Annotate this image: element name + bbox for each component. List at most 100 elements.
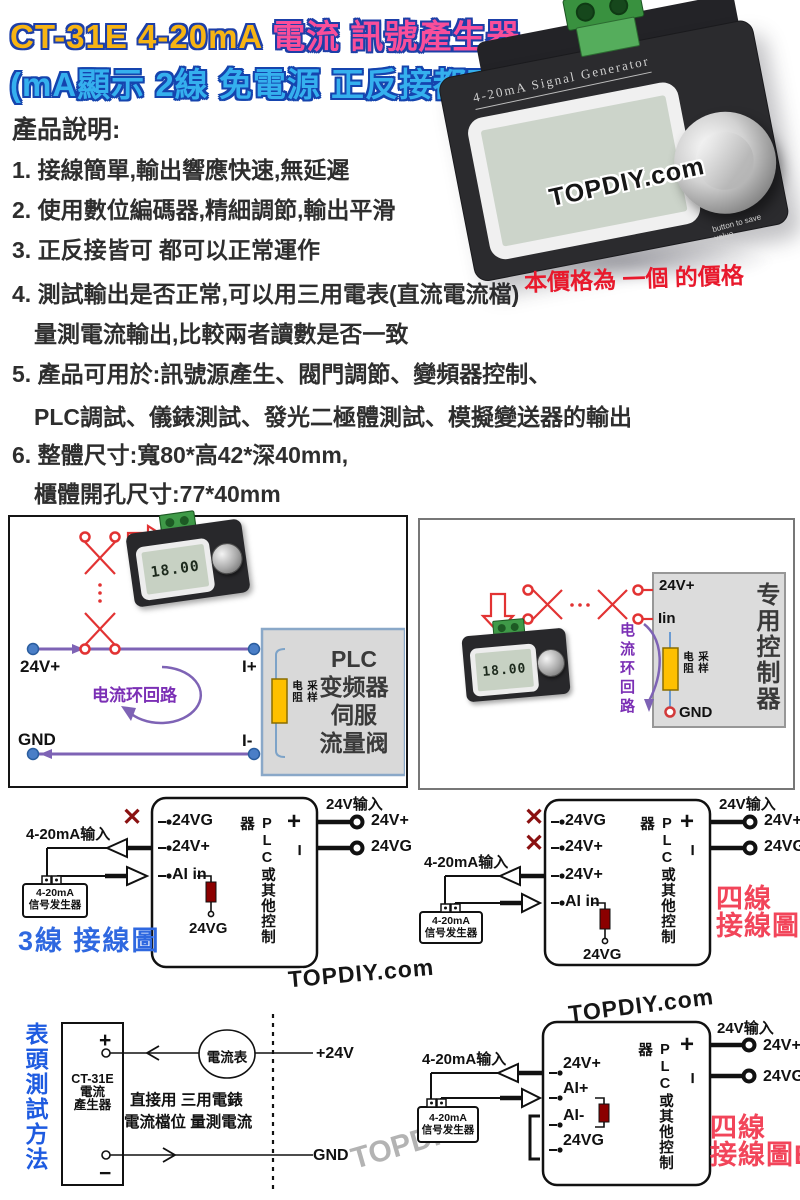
w3-plus-sign: + <box>287 808 302 835</box>
desc-line-3: 3. 正反接皆可 都可以正常運作 <box>12 237 320 263</box>
w4a-plus-sign: + <box>680 808 695 835</box>
pull-resistor <box>598 1103 610 1123</box>
title-model: CT-31E 4-20mA <box>10 18 263 55</box>
supply-terminal <box>742 840 758 856</box>
label-gnd: GND <box>679 704 713 721</box>
desc-line-6b: 櫃體開孔尺寸:77*40mm <box>34 481 281 507</box>
w3-output-24vg: 24VG <box>371 838 412 855</box>
w4a-minus-sign: − <box>680 844 703 856</box>
w3-terminal-24vg: 24VG <box>172 812 213 829</box>
supply-terminal <box>741 1037 757 1053</box>
desc-line-4b: 量測電流輸出,比較兩者讀數是否一致 <box>34 321 409 347</box>
w3-resistor-gnd: 24VG <box>189 920 228 937</box>
w4a-title: 四線 接線圖A <box>716 884 800 941</box>
w4b-terminal-4: 24VG <box>563 1132 604 1149</box>
w3-terminal-24v: 24V+ <box>172 838 210 855</box>
sampling-resistor <box>271 678 288 724</box>
loop-diagram-left: 18.00 24V+ I+ 电流环回路 GND I- 采样电阻 PLC 变频器 … <box>8 510 408 788</box>
twisted-pair-symbol <box>79 531 121 655</box>
x-mark: ✕ <box>524 804 545 831</box>
w4a-output-24vg: 24VG <box>764 838 800 855</box>
w4b-title: 四線 接線圖B <box>710 1113 800 1170</box>
desc-line-5: 5. 產品可用於:訊號源產生、閥門調節、變頻器控制、 <box>12 361 552 387</box>
meter-note-1: 直接用 三用電錶 <box>130 1092 243 1109</box>
mini-device-illustration: 18.00 <box>461 618 571 703</box>
four-wire-b-diagram-lines <box>417 1020 757 1187</box>
w4a-output-24v: 24V+ <box>764 812 800 829</box>
label-sampling-resistor: 采样电阻 <box>682 651 709 674</box>
x-mark: ✕ <box>524 830 545 857</box>
meter-side-label: 表頭測試方法 <box>22 1022 48 1172</box>
supply-terminal <box>741 1068 757 1084</box>
w3-input-label: 4-20mA输入 <box>26 826 111 843</box>
pull-resistor <box>205 881 217 903</box>
w4a-terminal-1: 24VG <box>565 812 606 829</box>
desc-line-6: 6. 整體尺寸:寬80*高42*深40mm, <box>12 442 349 468</box>
supply-terminal <box>742 814 758 830</box>
w4b-minus-sign: − <box>680 1072 703 1084</box>
meter-minus-sign: − <box>99 1162 112 1185</box>
w4b-supply-label: 24V输入 <box>717 1020 774 1037</box>
label-sampling-resistor: 采样电阻 <box>291 680 318 703</box>
w4a-terminal-2: 24V+ <box>565 838 603 855</box>
w3-controller-label: PLC或其他控制器 <box>238 816 275 945</box>
meter-test-diagram-lines <box>61 1014 313 1194</box>
supply-terminal <box>349 814 365 830</box>
label-i-plus: I+ <box>242 657 257 676</box>
meter-24v-label: +24V <box>316 1045 354 1062</box>
w4a-controller-label: PLC或其他控制器 <box>638 816 675 945</box>
page-subtitle: (mA顯示 2線 免電源 正反接都可) <box>10 66 514 103</box>
pull-resistor <box>599 908 611 930</box>
w4b-generator-box-label: 4-20mA 信号发生器 <box>421 1112 475 1136</box>
x-mark: ✕ <box>122 804 143 831</box>
w4b-input-label: 4-20mA输入 <box>422 1051 507 1068</box>
three-wire-diagram-lines <box>22 796 365 969</box>
w4b-plus-sign: + <box>680 1031 695 1058</box>
label-24v-plus: 24V+ <box>659 577 695 594</box>
four-wire-a-diagram-lines <box>419 798 758 967</box>
w4b-terminal-2: AI+ <box>563 1080 589 1097</box>
label-24v-plus: 24V+ <box>20 657 61 676</box>
meter-device-label: CT-31E 電流 產生器 <box>71 1072 114 1112</box>
w4a-terminal-4: AI in <box>565 893 600 910</box>
label-iin: Iin <box>658 610 676 627</box>
label-i-minus: I- <box>242 731 253 750</box>
w4b-terminal-1: 24V+ <box>563 1055 601 1072</box>
loop-right-lineart <box>480 572 786 728</box>
product-photo: 4-20mA Signal Generator button to save v… <box>436 0 800 300</box>
mini-lcd-bezel: 18.00 <box>134 537 216 602</box>
w3-generator-box-label: 4-20mA 信号发生器 <box>28 887 82 911</box>
sampling-resistor <box>662 647 679 691</box>
w4a-supply-label: 24V输入 <box>719 796 776 813</box>
desc-line-4: 4. 測試輸出是否正常,可以用三用電表(直流電流檔) <box>12 281 520 307</box>
w4a-input-label: 4-20mA输入 <box>424 854 509 871</box>
label-dedicated-controller: 专用控制器 <box>752 582 779 712</box>
w3-supply-label: 24V输入 <box>326 796 383 813</box>
w4a-resistor-gnd: 24VG <box>583 946 622 963</box>
ammeter-circle <box>198 1029 256 1079</box>
w4b-output-24vg: 24VG <box>763 1068 800 1085</box>
w3-minus-sign: − <box>287 844 310 856</box>
loop-arrow <box>127 665 203 725</box>
loop-diagram-right: 18.00 24V+ Iin 专用控制器 采样电阻 GND 电流环回路 <box>418 518 795 790</box>
meter-plus-sign: + <box>99 1029 112 1052</box>
meter-note-2: 電流檔位 量測電流 <box>124 1114 253 1131</box>
ammeter-label: 電流表 <box>206 1050 248 1065</box>
label-gnd: GND <box>18 730 56 749</box>
desc-line-5b: PLC調試、儀錶測試、發光二極體測試、模擬變送器的輸出 <box>34 404 632 430</box>
desc-line-1: 1. 接線簡單,輸出響應快速,無延遲 <box>12 157 350 183</box>
lcd-display: 18.00 <box>149 557 201 582</box>
w3-title: 3線 接線圖 <box>18 926 161 956</box>
mini-lcd-bezel: 18.00 <box>469 643 540 697</box>
w3-terminal-ai-in: AI in <box>172 866 207 883</box>
label-current-loop: 电流环回路 <box>618 622 635 717</box>
supply-terminal <box>349 840 365 856</box>
loop-arrow <box>643 623 661 702</box>
desc-line-2: 2. 使用數位編碼器,精細調節,輸出平滑 <box>12 197 396 223</box>
load-device-list: PLC 变频器 伺服 流量阀 <box>319 646 389 756</box>
twisted-pair-symbol <box>522 584 653 625</box>
w4b-output-24v: 24V+ <box>763 1037 800 1054</box>
w4b-controller-label: PLC或其他控制器 <box>636 1042 673 1171</box>
w4b-terminal-3: AI- <box>563 1107 585 1124</box>
